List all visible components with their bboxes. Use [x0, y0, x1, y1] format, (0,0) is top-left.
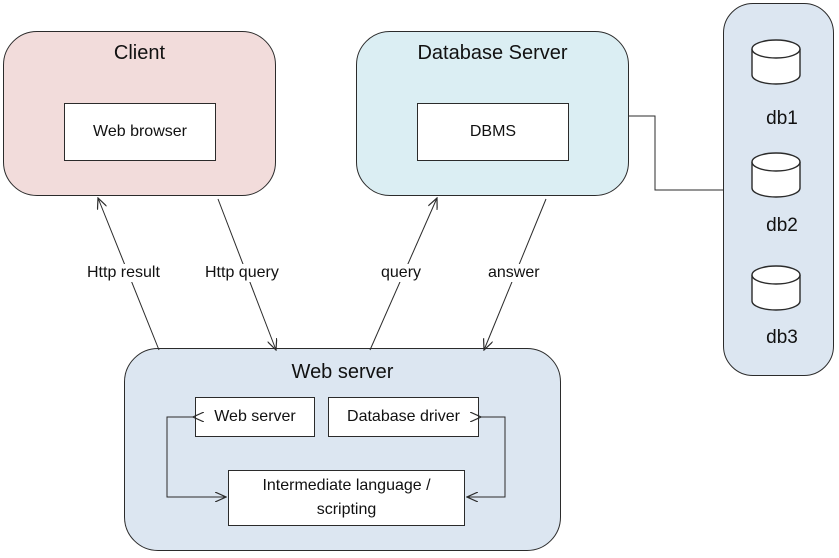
web-server-title: Web server: [291, 361, 394, 383]
db3-label: db3: [766, 327, 798, 348]
web-browser-box: Web browser: [64, 103, 216, 161]
db1-icon: [751, 39, 801, 85]
http-query-label: Http query: [203, 264, 281, 282]
db2-label: db2: [766, 215, 798, 236]
client-title: Client: [113, 42, 166, 64]
db1-label: db1: [766, 108, 798, 129]
dbms-box: DBMS: [417, 103, 569, 161]
driver-script-connector: [467, 417, 506, 497]
database-driver-box: Database driver: [328, 397, 479, 437]
db3-icon: [751, 265, 801, 311]
scripting-box: Intermediate language / scripting: [228, 470, 465, 526]
web-server-script-connector: [166, 417, 226, 497]
database-server-title: Database Server: [417, 42, 568, 64]
db2-icon: [751, 152, 801, 198]
http-result-label: Http result: [85, 264, 162, 282]
query-label: query: [379, 264, 424, 282]
storage-connector: [629, 115, 723, 191]
answer-label: answer: [486, 264, 542, 282]
